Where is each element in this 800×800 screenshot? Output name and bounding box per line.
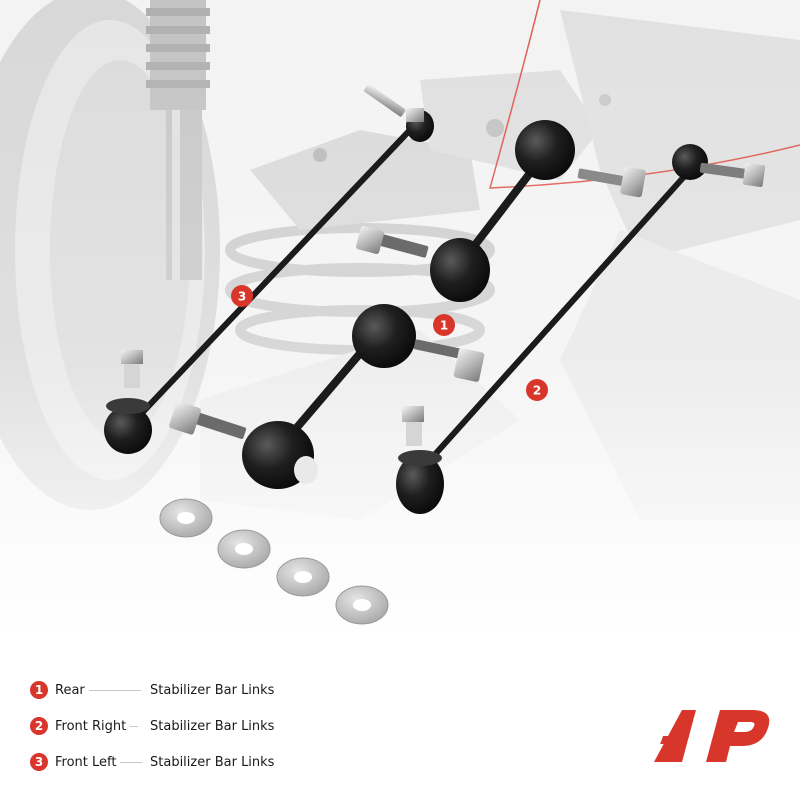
number-badge: 3 [30, 753, 48, 771]
stabilizer-link-rear-lower [169, 304, 485, 489]
stabilizer-link-front-right [396, 144, 766, 514]
washer-4 [335, 585, 389, 625]
washer-3 [276, 557, 330, 597]
legend: 1 Rear Stabilizer Bar Links 2 Front Righ… [30, 672, 450, 780]
stabilizer-link-front-left [104, 84, 434, 454]
callout-one: 1 [433, 314, 455, 336]
callout-two: 2 [526, 379, 548, 401]
part-label: Stabilizer Bar Links [150, 754, 275, 770]
number-badge: 1 [30, 681, 48, 699]
washer-1 [159, 498, 213, 538]
part-label: Stabilizer Bar Links [150, 718, 275, 734]
part-label: Stabilizer Bar Links [150, 682, 275, 698]
callout-three: 3 [231, 285, 253, 307]
position-label: Rear [55, 682, 85, 698]
leader-line [120, 761, 143, 763]
callout-three-label: 3 [238, 290, 246, 304]
legend-row-front-right: 2 Front Right Stabilizer Bar Links [30, 708, 450, 744]
legend-row-rear: 1 Rear Stabilizer Bar Links [30, 672, 450, 708]
washer-set [159, 498, 389, 625]
position-label: Front Left [55, 754, 117, 770]
washer-2 [217, 529, 271, 569]
leader-line [130, 725, 139, 727]
a-premium-logo-icon [654, 710, 770, 762]
number-badge: 2 [30, 717, 48, 735]
position-label: Front Right [55, 718, 127, 734]
callout-one-label: 1 [440, 319, 448, 333]
stabilizer-link-rear-upper [355, 120, 646, 302]
legend-row-front-left: 3 Front Left Stabilizer Bar Links [30, 744, 450, 780]
callout-two-label: 2 [533, 384, 541, 398]
product-scene: 3 1 2 [0, 0, 800, 640]
leader-line [88, 689, 141, 691]
